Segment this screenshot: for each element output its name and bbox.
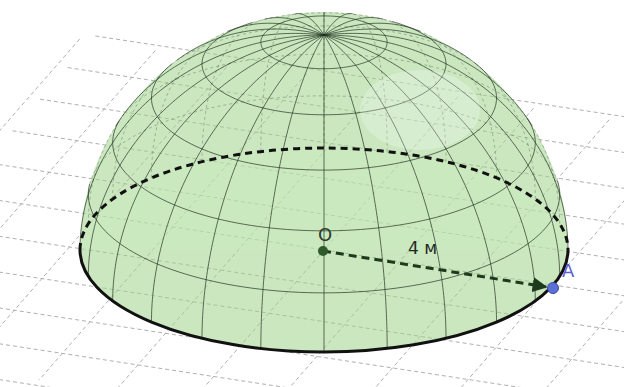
grid-curve	[392, 22, 446, 64]
grid-curve	[324, 35, 560, 276]
center-point	[318, 246, 328, 256]
grid-curve	[151, 31, 227, 177]
grid-curve	[471, 60, 536, 199]
grid-curve	[113, 60, 178, 199]
grid-line	[568, 154, 624, 387]
surface-point	[548, 283, 559, 294]
grid-curve	[527, 118, 535, 142]
point-label: O	[318, 226, 332, 244]
base-back-edge	[80, 148, 568, 250]
grid-curve	[473, 62, 496, 98]
grid-curve	[202, 19, 265, 162]
base-front-edge	[80, 250, 568, 352]
grid-curve	[252, 13, 392, 23]
grid-curve	[324, 35, 325, 352]
grid-curve	[151, 64, 496, 170]
grid-curve	[324, 12, 325, 35]
grid-curve	[116, 33, 324, 125]
grid-curve	[261, 16, 387, 69]
grid-curve	[90, 96, 558, 184]
grid-curve	[324, 35, 535, 301]
grid-curve	[88, 35, 324, 276]
dimension-label: 4 м	[408, 240, 437, 257]
dome-grid	[80, 12, 568, 352]
grid-line	[0, 352, 553, 387]
dome-fill	[80, 12, 568, 352]
grid-curve	[557, 181, 559, 195]
grid-curve	[88, 184, 559, 293]
grid-line	[0, 39, 80, 346]
grid-curve	[261, 14, 295, 152]
dome-highlight	[360, 70, 480, 150]
point-label: A	[562, 262, 574, 280]
grid-curve	[324, 12, 325, 148]
grid-curve	[113, 121, 536, 231]
grid-curve	[113, 35, 324, 301]
grid-curve	[324, 35, 497, 322]
grid-curve	[261, 35, 324, 349]
grid-curve	[177, 29, 324, 60]
grid-curve	[172, 26, 474, 64]
